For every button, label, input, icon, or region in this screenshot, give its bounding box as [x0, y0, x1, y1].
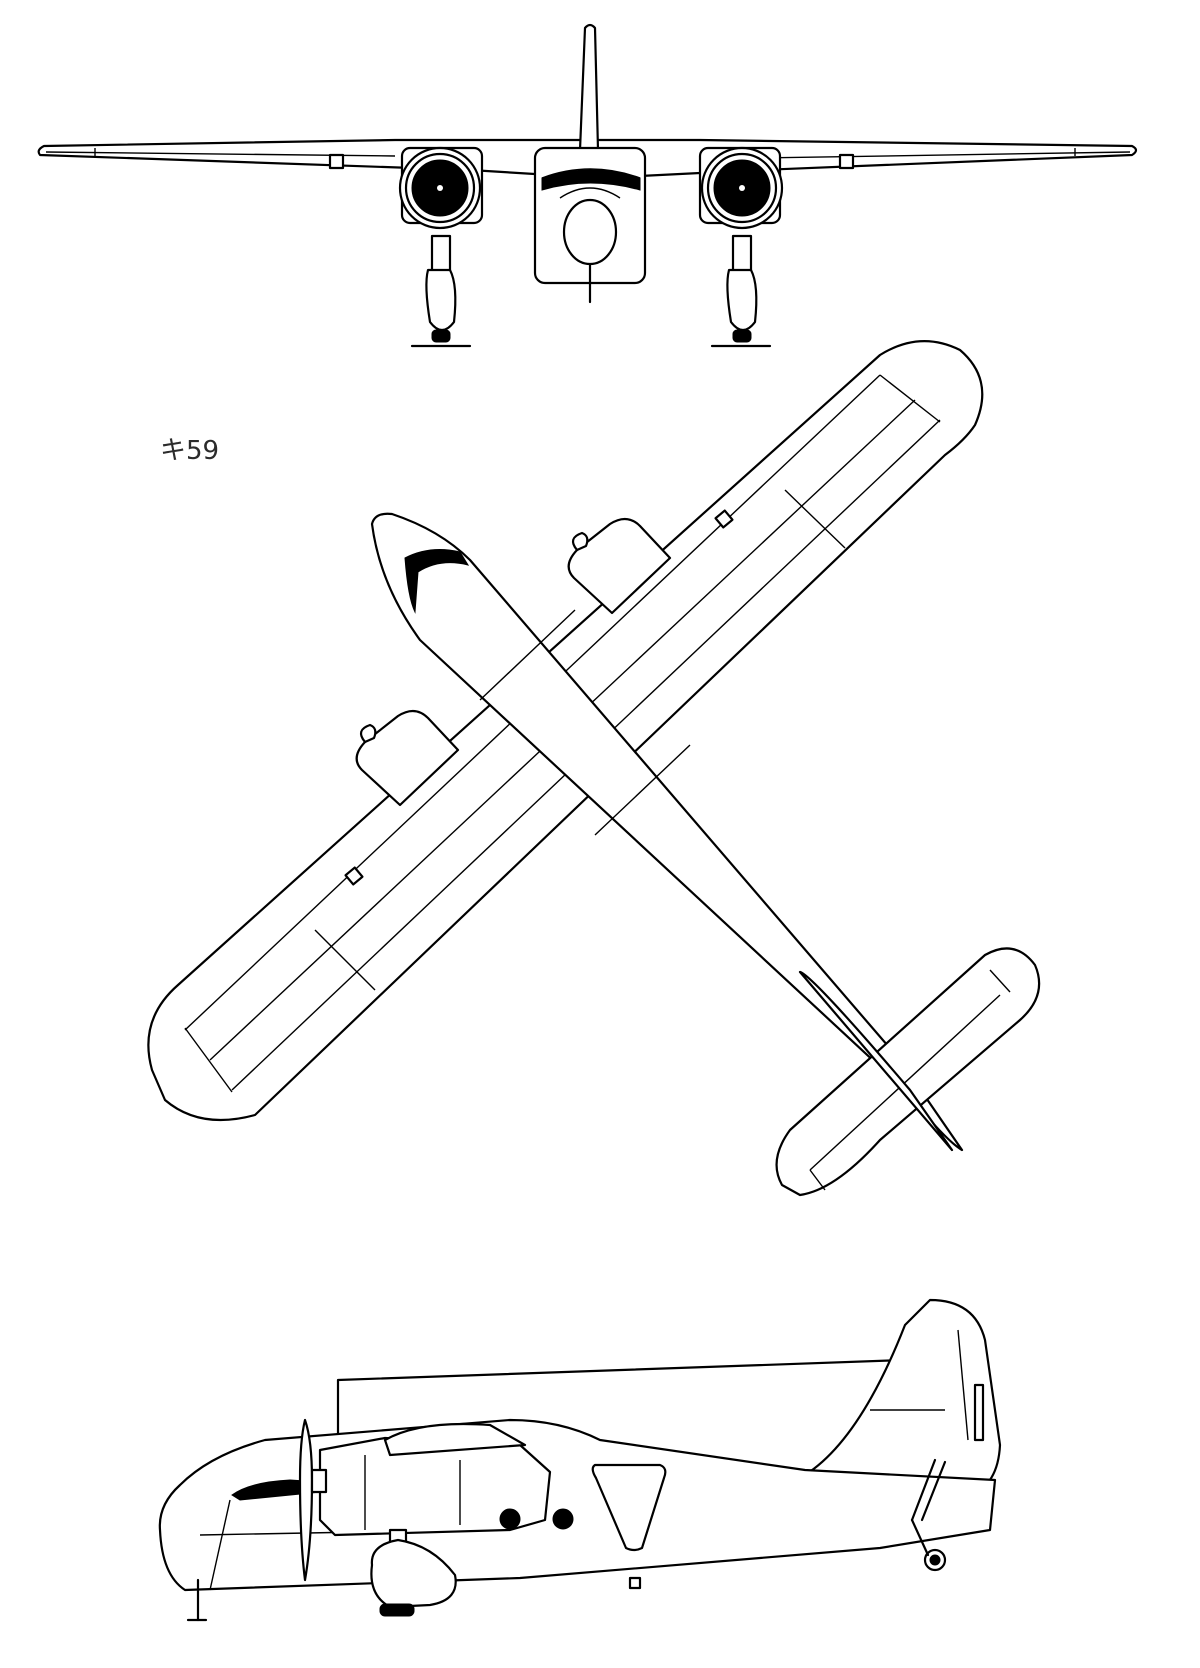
top-fuselage — [370, 512, 964, 1152]
top-right-engine — [567, 517, 672, 615]
side-porthole — [499, 1508, 521, 1530]
front-fin — [578, 23, 600, 152]
front-view — [37, 23, 1138, 348]
side-main-gear — [370, 1528, 457, 1617]
side-tail-fin — [803, 1298, 1002, 1502]
side-tail-wheel — [910, 1458, 947, 1572]
front-right-engine — [698, 146, 784, 348]
side-porthole — [552, 1508, 574, 1530]
aircraft-designation-label: キ59 — [160, 436, 220, 466]
side-engine — [298, 1418, 552, 1582]
side-door — [591, 1463, 667, 1552]
side-wing-outline — [336, 1358, 907, 1437]
top-tailplane — [775, 947, 1041, 1197]
front-left-engine — [398, 146, 484, 348]
top-left-engine — [355, 709, 460, 807]
side-view — [158, 1298, 1002, 1622]
top-view — [147, 340, 1041, 1197]
